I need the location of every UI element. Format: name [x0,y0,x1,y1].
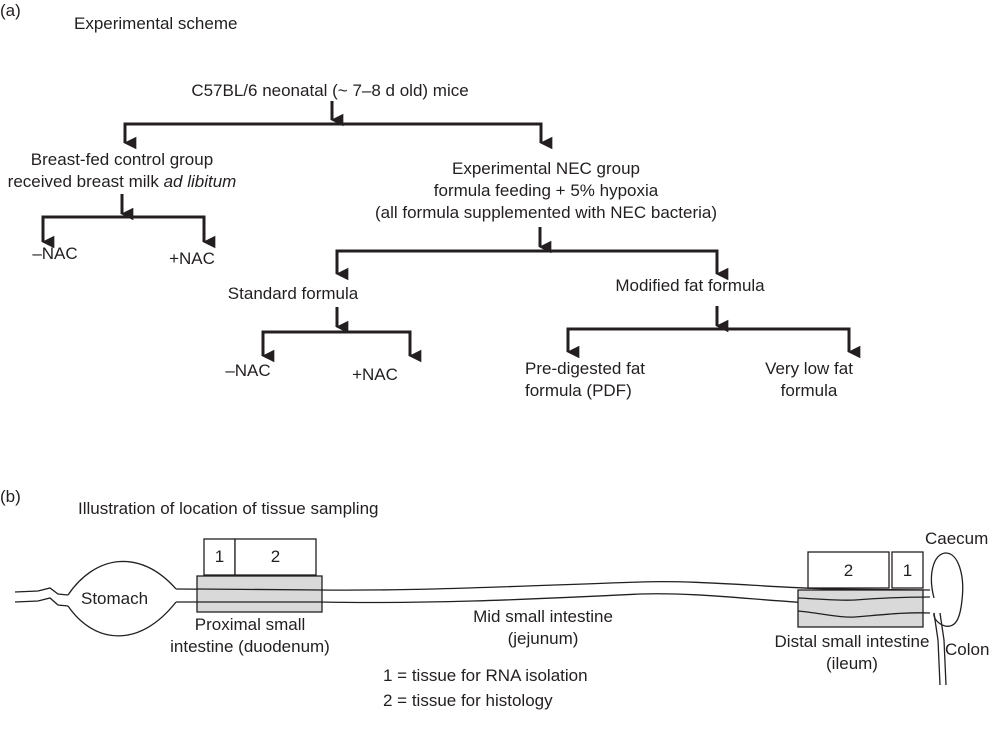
distal-label: Distal small intestine (ileum) [775,631,930,675]
very-low-fat-formula-node: Very low fat formula [765,358,853,402]
control-plus-nac: +NAC [169,249,215,268]
caecum-label: Caecum [925,529,989,548]
proximal-box-2 [234,538,317,576]
very-low-fat-line1: Very low fat [765,359,853,378]
legend-item-1: 1 = tissue for RNA isolation [383,666,588,685]
control-group-line2: received breast milk [7,172,164,191]
standard-minus-nac: –NAC [225,361,271,380]
proximal-box-1-label: 1 [214,547,225,566]
caecum-outline [930,552,964,627]
mid-line1: Mid small intestine [473,607,613,626]
proximal-line1: Proximal small [194,615,306,634]
distal-line1: Distal small intestine [774,632,930,651]
legend: 1 = tissue for RNA isolation 2 = tissue … [383,665,588,712]
control-minus-nac: –NAC [32,244,78,263]
distal-line2: (ileum) [826,654,878,673]
intestine-upper-wall [175,581,931,591]
pdf-formula-node: Pre-digested fat formula (PDF) [525,358,645,402]
proximal-label: Proximal small intestine (duodenum) [170,614,330,658]
distal-box-1 [891,551,924,589]
intestine-lower-wall [176,593,921,605]
panel-b-label: (b) [0,487,21,506]
stomach-label: Stomach [81,589,149,608]
nec-group-line1: Experimental NEC group [451,159,641,178]
esophagus [14,587,69,596]
nec-group-node: Experimental NEC group formula feeding +… [375,158,717,224]
distal-box-1-label: 1 [902,561,913,580]
proximal-sample-region [196,575,323,613]
panel-a-label: (a) [0,1,21,20]
proximal-box-1 [203,538,236,576]
proximal-line2: intestine (duodenum) [170,637,330,656]
colon-outline [933,612,941,686]
nec-group-line2: formula feeding + 5% hypoxia [433,181,659,200]
modified-fat-formula-node: Modified fat formula [615,276,765,295]
panel-a-title: Experimental scheme [74,14,238,33]
root-node: C57BL/6 neonatal (~ 7–8 d old) mice [191,81,469,100]
control-group-line1: Breast-fed control group [30,150,214,169]
control-group-node: Breast-fed control group received breast… [8,149,237,193]
distal-box-2-label: 2 [843,561,854,580]
standard-formula-node: Standard formula [227,284,359,303]
control-group-italic: ad libitum [163,172,237,191]
stomach-outline [67,560,177,596]
legend-item-2: 2 = tissue for histology [383,691,553,710]
nec-group-line3: (all formula supplemented with NEC bacte… [374,203,718,222]
mid-line2: (jejunum) [507,629,579,648]
distal-box-2 [807,551,890,589]
pdf-formula-line2: formula (PDF) [525,381,632,400]
colon-label: Colon [945,640,990,659]
panel-b-title: Illustration of location of tissue sampl… [78,499,379,518]
very-low-fat-line2: formula [780,381,838,400]
mid-label: Mid small intestine (jejunum) [473,606,613,650]
pdf-formula-line1: Pre-digested fat [525,359,646,378]
proximal-box-2-label: 2 [270,547,281,566]
distal-sample-region [797,589,924,628]
standard-plus-nac: +NAC [352,365,398,384]
